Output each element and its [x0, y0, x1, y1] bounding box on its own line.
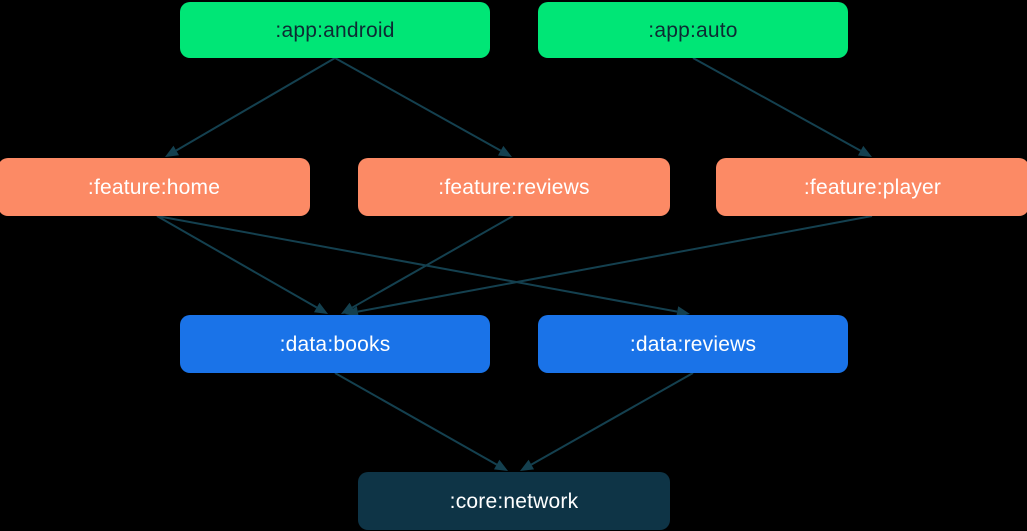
edge-arrowhead-icon: [165, 145, 180, 157]
node-label: :feature:home: [87, 175, 221, 199]
edge-arrowhead-icon: [341, 302, 356, 314]
edge-app-android-to-feature-reviews: [334, 57, 512, 157]
node-core-network[interactable]: :core:network: [358, 472, 670, 530]
node-app-auto[interactable]: :app:auto: [538, 2, 848, 58]
edge-line: [334, 372, 498, 466]
edge-feature-reviews-to-data-books: [341, 215, 514, 314]
edge-feature-home-to-data-reviews: [156, 215, 690, 318]
node-data-books[interactable]: :data:books: [180, 315, 490, 373]
edge-feature-player-to-data-books: [345, 215, 873, 318]
node-data-reviews[interactable]: :data:reviews: [538, 315, 848, 373]
node-label: :feature:player: [803, 175, 942, 199]
edge-line: [156, 215, 318, 309]
edge-line: [175, 57, 336, 152]
node-label: :data:reviews: [629, 332, 757, 356]
node-label: :feature:reviews: [438, 175, 590, 199]
node-app-android[interactable]: :app:android: [180, 2, 490, 58]
edge-arrowhead-icon: [493, 459, 508, 471]
edge-line: [357, 215, 873, 313]
edge-arrowhead-icon: [497, 145, 512, 157]
edge-arrowhead-icon: [520, 459, 535, 471]
edge-arrowhead-icon: [857, 145, 872, 157]
edge-line: [334, 57, 502, 152]
edge-feature-home-to-data-books: [156, 215, 328, 314]
edge-arrowhead-icon: [313, 302, 328, 314]
edge-data-reviews-to-core-network: [520, 372, 694, 471]
edge-app-android-to-feature-home: [165, 57, 336, 157]
node-feature-home[interactable]: :feature:home: [0, 158, 310, 216]
edge-line: [351, 215, 514, 309]
edge-line: [530, 372, 694, 466]
node-feature-player[interactable]: :feature:player: [716, 158, 1027, 216]
edge-line: [692, 57, 862, 152]
node-label: :app:auto: [648, 18, 738, 42]
node-label: :data:books: [279, 332, 391, 356]
node-label: :app:android: [275, 18, 395, 42]
edge-line: [156, 215, 678, 313]
node-feature-reviews[interactable]: :feature:reviews: [358, 158, 670, 216]
edge-app-auto-to-feature-player: [692, 57, 872, 157]
edge-data-books-to-core-network: [334, 372, 508, 471]
node-label: :core:network: [449, 489, 579, 513]
